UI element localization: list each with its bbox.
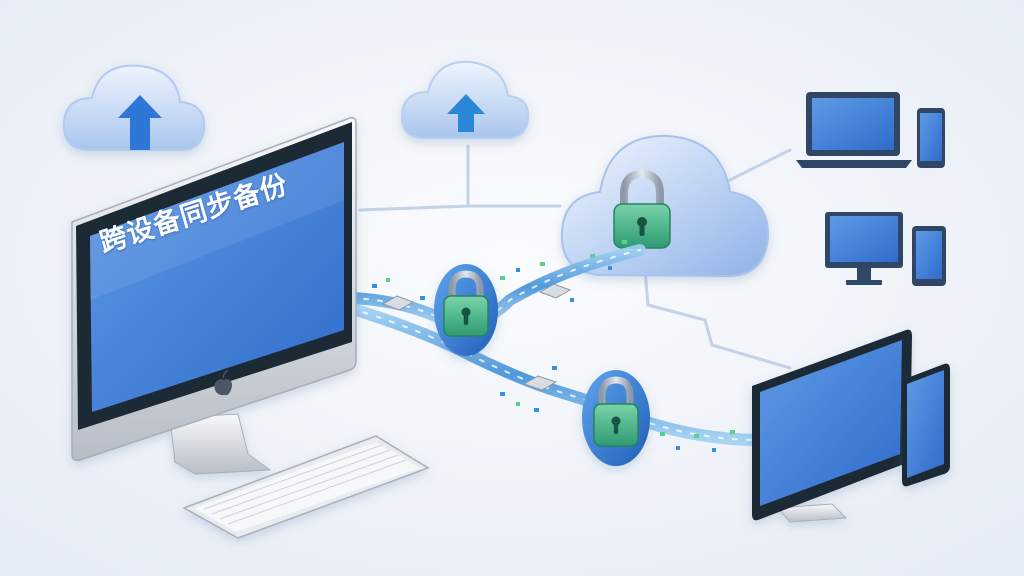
padlock-icon [434,264,498,356]
data-particles [372,240,735,452]
smartphone-icon [912,226,946,286]
apple-logo-icon [214,370,232,396]
cloud-lock-icon [560,134,770,278]
smartphone-icon [902,363,950,487]
cloud-upload-icon [62,64,206,152]
cloud-upload-icon [400,60,530,140]
desktop-monitor-icon [825,212,903,285]
padlock-icon [582,370,650,466]
keyboard-icon [182,435,430,539]
laptop-icon [796,92,912,168]
data-chip [381,283,572,391]
tablet-icon [752,329,912,523]
desktop-monitor [71,116,357,475]
smartphone-icon [917,108,945,168]
connector-lines [358,144,792,370]
